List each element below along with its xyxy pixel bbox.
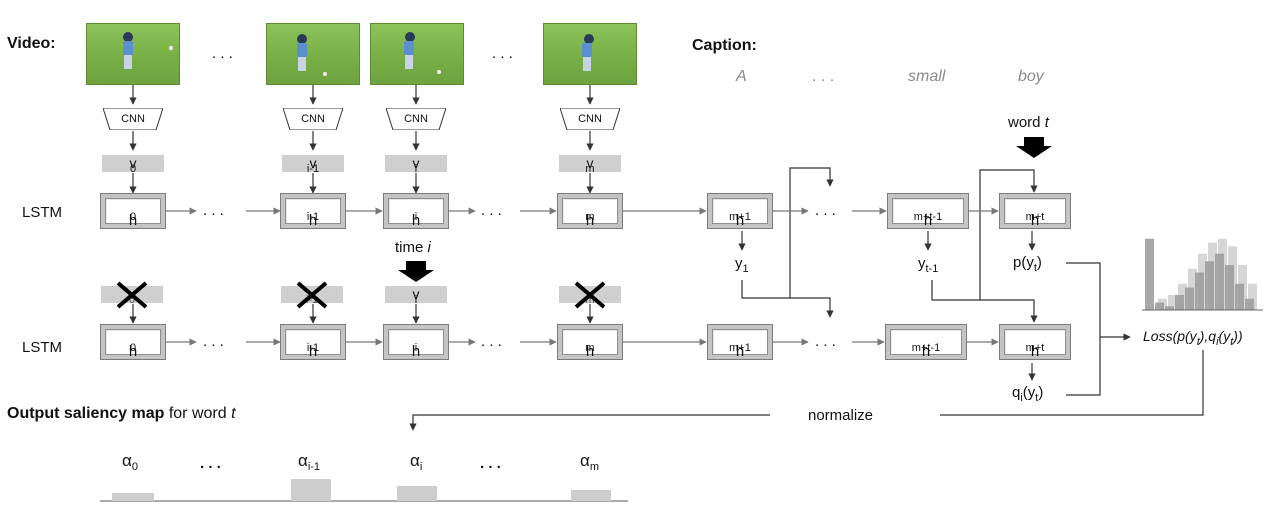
saliency-bar-i-1 [291, 479, 331, 501]
saliency-bar-m [571, 490, 611, 501]
mask-cross-icon [574, 281, 606, 309]
cnn-block-i: CNN [386, 108, 446, 130]
word-t-arrow [1016, 137, 1052, 158]
saliency-ellipsis-1: . . . [200, 455, 221, 472]
cnn-block-i-1: CNN [283, 108, 343, 130]
histogram-bar [1195, 272, 1204, 310]
bottom-chain-ellipsis-2: . . . [481, 333, 502, 350]
time-i-label: time i [395, 239, 431, 256]
alpha-0: α0 [122, 451, 138, 473]
time-i-arrow [398, 261, 434, 282]
top-chain-ellipsis-2: . . . [481, 202, 502, 219]
histogram-bar [1165, 306, 1174, 310]
alpha-m: αm [580, 451, 599, 473]
mask-cross-icon [116, 281, 148, 309]
masked-feature-v-m: vm [559, 281, 621, 309]
video-frame-i-1 [266, 23, 360, 85]
mask-cross-icon [296, 281, 328, 309]
caption-label: Caption: [692, 37, 757, 54]
lstm-top-label: LSTM [22, 204, 63, 221]
histogram-bar [1205, 261, 1214, 310]
frames-ellipsis-1: . . . [212, 45, 233, 62]
masked-feature-v-i-1: vi-1 [281, 281, 343, 309]
saliency-ellipsis-2: . . . [480, 455, 501, 472]
lstm-bottom-label: LSTM [22, 339, 63, 356]
loss-formula: Loss(p(yt),qi(yt)) [1143, 328, 1243, 348]
bottom-chain-ellipsis-3: . . . [815, 333, 836, 350]
histogram-bar [1245, 298, 1254, 310]
masked-feature-v0: v0 [101, 281, 163, 309]
output-y-t-1: yt-1 [918, 255, 939, 275]
histogram-bar [1175, 295, 1184, 310]
top-chain-ellipsis-1: . . . [203, 202, 224, 219]
saliency-bar-0 [112, 493, 154, 501]
histogram-bar [1145, 238, 1154, 310]
video-frame-m [543, 23, 637, 85]
histogram-bar [1185, 287, 1194, 310]
word-t-label: word t [1008, 114, 1049, 131]
output-saliency-title: Output saliency map for word t [7, 405, 236, 422]
histogram-bar [1248, 283, 1257, 310]
alpha-i-1: αi-1 [298, 451, 321, 473]
video-frame-i [370, 23, 464, 85]
normalize-label: normalize [808, 407, 874, 424]
histogram-bar [1215, 253, 1224, 310]
histogram-bar [1225, 265, 1234, 310]
histogram-bar [1235, 283, 1244, 310]
caption-ellipsis: . . . [812, 68, 835, 85]
output-p-yt: p(yt) [1013, 254, 1042, 274]
caption-word-a: A [736, 68, 747, 85]
alpha-i: αi [410, 451, 423, 473]
histogram-bar [1155, 302, 1164, 310]
top-chain-ellipsis-3: . . . [815, 202, 836, 219]
caption-word-boy: boy [1018, 68, 1044, 85]
output-y1: y1 [735, 255, 749, 275]
saliency-bar-i [397, 486, 437, 501]
frames-ellipsis-2: . . . [492, 45, 513, 62]
video-frame-0 [86, 23, 180, 85]
video-label: Video: [7, 35, 56, 52]
bottom-chain-ellipsis-1: . . . [203, 333, 224, 350]
cnn-block-m: CNN [560, 108, 620, 130]
output-qi-yt: qi(yt) [1012, 384, 1044, 404]
cnn-block-0: CNN [103, 108, 163, 130]
distribution-histogram [1142, 238, 1263, 311]
caption-word-small: small [908, 68, 946, 85]
histogram-bar [1168, 295, 1177, 310]
